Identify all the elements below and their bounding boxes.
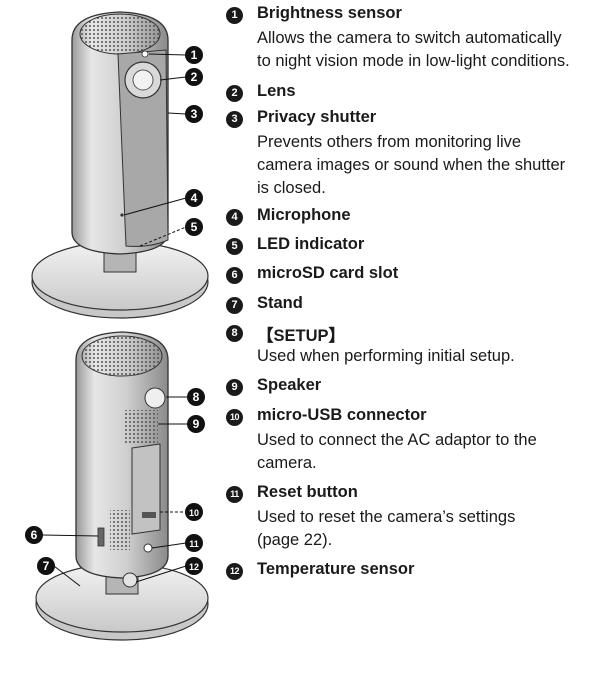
description-line: is closed. — [257, 179, 326, 197]
callout-number: 11 — [189, 539, 199, 549]
item-title: micro-USB connector — [257, 406, 427, 424]
camera-front-view — [31, 11, 209, 319]
description-line: Used to connect the AC adaptor to the — [257, 431, 537, 449]
item-number-badge: 7 — [226, 297, 243, 314]
description-line: Used to reset the camera’s settings — [257, 508, 516, 526]
callout-marker: 4 — [185, 189, 203, 207]
temperature-sensor — [122, 572, 138, 588]
item-number-badge: 12 — [226, 563, 243, 580]
item-title: Speaker — [257, 376, 322, 394]
item-number-badge: 9 — [226, 379, 243, 396]
item-title: Stand — [257, 294, 303, 312]
callout-number: 1 — [191, 48, 198, 62]
item-title: Reset button — [257, 483, 358, 501]
description-line: Used when performing initial setup. — [257, 347, 515, 365]
item-title: Temperature sensor — [257, 560, 415, 578]
item-description: Prevents others from monitoring live came… — [257, 131, 602, 200]
description-line: camera. — [257, 454, 317, 472]
item-title: 【SETUP】 — [257, 327, 346, 345]
callout-number: 10 — [189, 508, 199, 518]
item-number-badge: 1 — [226, 7, 243, 24]
item-number-badge: 5 — [226, 238, 243, 255]
item-number-badge: 8 — [226, 325, 243, 342]
callout-marker: 12 — [185, 557, 203, 575]
callout-marker: 10 — [185, 503, 203, 521]
privacy-shutter — [117, 49, 169, 247]
callout-number: 7 — [43, 559, 50, 573]
callout-marker: 6 — [25, 526, 43, 544]
item-number-badge: 10 — [226, 409, 243, 426]
item-number-badge: 3 — [226, 111, 243, 128]
item-number-badge: 11 — [226, 486, 243, 503]
microsd-slot — [97, 527, 105, 547]
description-line: (page 22). — [257, 531, 333, 549]
item-title: Privacy shutter — [257, 108, 377, 126]
camera-back-view — [35, 331, 209, 641]
item-description: Used to connect the AC adaptor to the cam… — [257, 429, 602, 475]
description-line: to night vision mode in low-light condit… — [257, 52, 570, 70]
callout-marker: 5 — [185, 218, 203, 236]
item-title: LED indicator — [257, 235, 365, 253]
description-line: Allows the camera to switch automaticall… — [257, 29, 562, 47]
speaker-grille-top — [79, 13, 161, 55]
setup-button — [144, 387, 166, 409]
micro-usb-connector — [142, 512, 156, 518]
speaker-holes — [124, 410, 158, 444]
item-number-badge: 4 — [226, 209, 243, 226]
callout-number: 4 — [191, 191, 198, 205]
callout-number: 5 — [191, 220, 198, 234]
callout-number: 8 — [193, 390, 200, 404]
item-description: Used when performing initial setup. — [257, 345, 602, 368]
callout-marker: 7 — [37, 557, 55, 575]
reset-button — [143, 543, 153, 553]
item-description: Allows the camera to switch automaticall… — [257, 27, 602, 73]
callout-marker: 9 — [187, 415, 205, 433]
callout-marker: 11 — [185, 534, 203, 552]
speaker-grille-top-back — [81, 335, 163, 377]
description-line: camera images or sound when the shutter — [257, 156, 566, 174]
callout-number: 9 — [193, 417, 200, 431]
item-title: Microphone — [257, 206, 351, 224]
callout-number: 6 — [31, 528, 38, 542]
usb-cover — [131, 443, 161, 535]
callout-marker: 1 — [185, 46, 203, 64]
description-line: Prevents others from monitoring live — [257, 133, 522, 151]
item-number-badge: 6 — [226, 267, 243, 284]
item-description: Used to reset the camera’s settings (page… — [257, 506, 602, 552]
callout-marker: 2 — [185, 68, 203, 86]
item-number-badge: 2 — [226, 85, 243, 102]
item-title: microSD card slot — [257, 264, 399, 282]
microphone — [120, 213, 124, 217]
callout-marker: 8 — [187, 388, 205, 406]
callout-marker: 3 — [185, 105, 203, 123]
callout-number: 12 — [189, 562, 199, 572]
callout-number: 2 — [191, 70, 198, 84]
item-title: Brightness sensor — [257, 4, 402, 22]
callout-number: 3 — [191, 107, 198, 121]
item-title: Lens — [257, 82, 296, 100]
brightness-sensor — [141, 50, 149, 58]
